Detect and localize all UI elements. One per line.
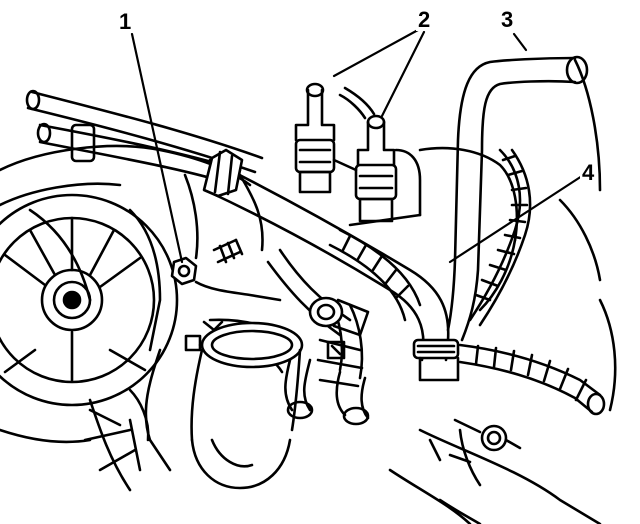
leader-4 [448,174,584,264]
leader-2b [380,30,426,118]
valves [294,82,422,227]
hose-clamp-lower [412,338,460,382]
mounting-bolt [428,418,522,487]
callout-4: 4 [580,160,597,185]
upper-right-hose [446,55,589,342]
corrugated-hoses [266,228,422,426]
leader-1 [130,32,184,264]
leader-3 [512,32,528,52]
callout-2: 2 [416,7,433,32]
callout-1: 1 [117,9,134,34]
callout-3: 3 [499,7,516,32]
pulley [0,193,179,442]
inlet-elbow [184,318,304,490]
leader-lines [130,28,584,264]
fastener [170,173,282,302]
engine-housing [0,58,617,524]
lower-bracket [83,408,142,472]
hose-clamp-mid [308,296,370,360]
leader-2a [332,28,420,78]
